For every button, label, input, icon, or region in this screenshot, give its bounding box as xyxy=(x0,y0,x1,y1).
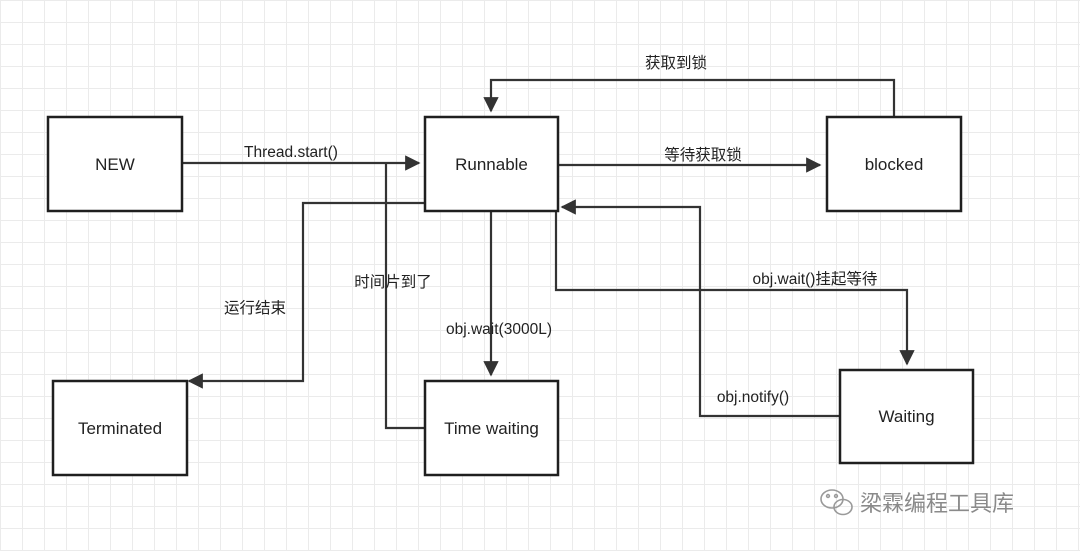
edge-notify xyxy=(560,199,840,418)
watermark: 梁霖编程工具库 xyxy=(820,489,1014,516)
label-notify: obj.notify() xyxy=(717,389,789,406)
state-new-label: NEW xyxy=(95,155,135,174)
state-waiting: Waiting xyxy=(838,368,975,465)
label-thread-start: Thread.start() xyxy=(244,144,338,161)
edge-wait-suspend xyxy=(554,211,915,366)
state-blocked: blocked xyxy=(825,115,963,213)
state-waiting-label: Waiting xyxy=(878,407,934,426)
edge-run-end xyxy=(187,201,425,389)
wechat-icon xyxy=(820,489,853,516)
state-terminated-label: Terminated xyxy=(78,419,162,438)
state-time-waiting: Time waiting xyxy=(423,379,560,477)
edge-got-lock xyxy=(483,78,896,117)
state-runnable-label: Runnable xyxy=(455,155,528,174)
label-run-end: 运行结束 xyxy=(224,299,286,317)
state-terminated: Terminated xyxy=(51,379,189,477)
state-new: NEW xyxy=(46,115,184,213)
state-time-waiting-label: Time waiting xyxy=(444,419,539,438)
label-wait-suspend: obj.wait()挂起等待 xyxy=(753,270,878,288)
label-wait-lock: 等待获取锁 xyxy=(664,146,742,164)
label-time-slice: 时间片到了 xyxy=(354,273,432,291)
label-timed-wait: obj.wait(3000L) xyxy=(446,321,552,338)
state-blocked-label: blocked xyxy=(865,155,924,174)
label-got-lock: 获取到锁 xyxy=(645,54,707,72)
watermark-text: 梁霖编程工具库 xyxy=(860,491,1014,516)
state-runnable: Runnable xyxy=(423,115,560,213)
edge-time-slice xyxy=(384,163,425,430)
